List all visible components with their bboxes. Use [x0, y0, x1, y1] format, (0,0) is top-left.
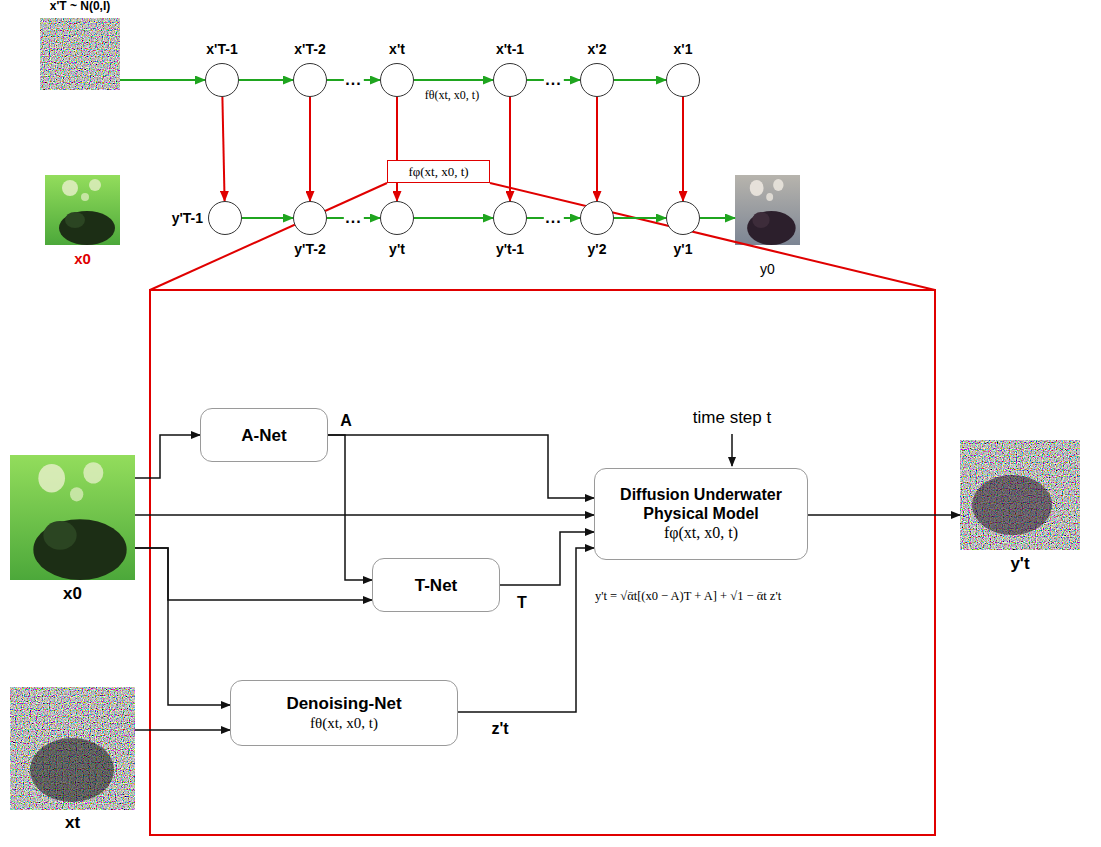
node-label: x't [389, 41, 405, 57]
node-label: y'T-1 [172, 210, 203, 226]
noisy-object [30, 738, 114, 802]
connector-arrow [414, 79, 493, 81]
network-box: T-Net [372, 558, 500, 612]
noisy-image [960, 440, 1080, 550]
connector-arrow [328, 435, 594, 498]
connector-arrow [509, 97, 511, 201]
state-circle: x't-1 [493, 63, 527, 97]
node-label: x'1 [674, 41, 693, 57]
connector-arrow [596, 97, 598, 201]
edge-label: ... [543, 209, 563, 227]
input-image: x0 [45, 175, 120, 245]
box-title: Diffusion Underwater Physical Model [603, 485, 799, 523]
zoom-line [490, 183, 935, 290]
connector-arrow [396, 97, 398, 160]
zoom-line [150, 183, 387, 290]
connector-arrow [682, 97, 684, 201]
state-circle: x'T-2 [293, 63, 327, 97]
state-circle: x't [380, 63, 414, 97]
edge-label: A [338, 411, 354, 430]
output-image: y't [960, 440, 1080, 550]
noise-image [40, 18, 120, 90]
output-image: y0 [735, 175, 800, 245]
node-label: x'T-2 [294, 41, 325, 57]
time-step-label: time step t [691, 408, 773, 428]
state-circle: y'2 [580, 201, 614, 235]
connector-arrow [222, 97, 224, 201]
node-label: x0 [74, 251, 91, 267]
noisy-input-image: xt [10, 687, 135, 810]
connector-arrow [700, 217, 735, 219]
state-circle: y'T-1 [208, 201, 242, 235]
node-label: x0 [63, 586, 82, 602]
edge-label: ... [343, 209, 363, 227]
state-circle: x'2 [580, 63, 614, 97]
node-label: x'T ~ N(0,I) [50, 0, 111, 14]
connector-arrow [135, 514, 594, 516]
node-label: y't [1010, 556, 1029, 572]
network-box: A-Net [200, 408, 328, 462]
connector-arrow [135, 548, 372, 600]
state-circle: y'1 [666, 201, 700, 235]
node-label: y'2 [588, 241, 607, 257]
node-label: y'T-2 [294, 241, 325, 257]
node-label: x't-1 [496, 41, 524, 57]
physical-model-box: Diffusion Underwater Physical Modelfφ(xt… [594, 468, 808, 560]
box-title: A-Net [241, 425, 286, 446]
input-image: x0 [10, 455, 135, 580]
connector-arrow [396, 183, 398, 201]
edge-label: ... [343, 71, 363, 89]
connector-arrow [328, 435, 372, 580]
zoom-frame [150, 290, 935, 835]
connector-arrow [120, 79, 205, 81]
node-label: x'T-1 [206, 41, 237, 57]
underwater-photo [45, 175, 120, 245]
node-label: y't-1 [496, 241, 524, 257]
zoom-box: fφ(xt, x0, t) [387, 160, 490, 183]
state-circle: y't [380, 201, 414, 235]
box-formula: fθ(xt, x0, t) [310, 714, 378, 733]
node-label: y'1 [674, 241, 693, 257]
box-title: Denoising-Net [286, 693, 401, 714]
box-formula: fφ(xt, x0, t) [664, 523, 738, 543]
edge-label: T [515, 593, 529, 612]
node-label: y0 [760, 261, 775, 277]
connector-arrow [614, 217, 666, 219]
function-label: fθ(xt, x0, t) [423, 88, 481, 103]
formula-text: y't = √ᾱt[(x0 − A)T + A] + √1 − ᾱt z't [595, 589, 781, 604]
state-circle: y'T-2 [293, 201, 327, 235]
edge-label: ... [543, 71, 563, 89]
node-label: y't [389, 241, 405, 257]
connector-arrow [614, 79, 666, 81]
time-arrow [731, 434, 733, 466]
noise-image: x'T ~ N(0,I) [40, 18, 120, 90]
connector-arrow [414, 217, 493, 219]
connector-arrow [135, 548, 230, 705]
state-circle: y't-1 [493, 201, 527, 235]
connector-arrow [242, 217, 293, 219]
enhanced-photo [735, 175, 800, 245]
box-title: fφ(xt, x0, t) [408, 164, 468, 180]
noisy-object [972, 475, 1052, 535]
state-circle: x'T-1 [205, 63, 239, 97]
node-label: x'2 [588, 41, 607, 57]
connector-arrow [135, 729, 230, 731]
box-title: T-Net [415, 575, 458, 596]
node-label: xt [65, 815, 80, 831]
state-circle: x'1 [666, 63, 700, 97]
connector-arrow [135, 435, 200, 478]
noisy-image [10, 687, 135, 810]
connector-arrow [500, 532, 594, 585]
connector-arrow [808, 514, 960, 516]
connector-arrow [239, 79, 293, 81]
edge-label: z't [489, 719, 510, 738]
network-box: Denoising-Netfθ(xt, x0, t) [230, 680, 458, 746]
connector-arrow [309, 97, 311, 201]
underwater-photo [10, 455, 135, 580]
